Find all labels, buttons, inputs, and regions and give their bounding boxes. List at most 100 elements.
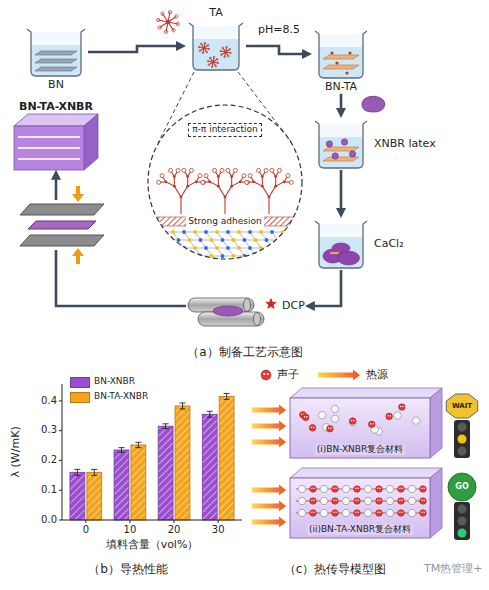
composite-layer (401, 500, 402, 501)
node-label: WAIT (452, 402, 472, 411)
composite-layer: (i)BN-XNBR复合材料 (290, 398, 430, 458)
beaker-ta (216, 58, 218, 60)
composite-layer (311, 512, 312, 513)
decoration (267, 373, 269, 375)
decoration (454, 502, 470, 540)
process-arrow (246, 46, 306, 54)
composite-layer (398, 510, 405, 517)
composite-layer (398, 498, 405, 505)
zoom-circle (149, 168, 305, 257)
composite-layer (313, 512, 314, 513)
composite-layer (386, 486, 394, 493)
zoom-circle: π-π interactionStrong adhesion (147, 104, 303, 260)
tick-mark (129, 520, 130, 523)
composite-layer (401, 488, 402, 489)
beaker-latex (323, 147, 359, 151)
zoom-circle (256, 256, 267, 257)
composite-layer (402, 406, 403, 407)
composite-layer (310, 510, 317, 517)
composite-sheet (84, 114, 98, 170)
zoom-circle (210, 182, 219, 186)
tick-label: 0.0 (41, 514, 57, 527)
composite-layer (332, 510, 339, 517)
bar (114, 450, 129, 520)
beaker-ta (208, 48, 210, 50)
zoom-circle (162, 248, 173, 249)
composite-layer (399, 500, 400, 501)
error-bar (119, 448, 125, 453)
zoom-circle (283, 232, 294, 233)
zoom-circle (292, 246, 296, 250)
zoom-circle (166, 238, 170, 242)
composite-layer (331, 415, 339, 422)
composite-sheet (18, 158, 80, 160)
composite-layer (354, 498, 361, 505)
composite-layer (354, 510, 361, 517)
decoration (172, 29, 175, 32)
zoom-circle (179, 256, 190, 257)
composite-layer (318, 412, 326, 419)
composite-layer (300, 404, 421, 435)
composite-layer (298, 498, 306, 505)
zoom-circle (162, 232, 168, 240)
tick-mark (59, 400, 62, 401)
rubber-sheet (28, 221, 96, 229)
zoom-circle (278, 240, 284, 248)
beaker-ta (199, 50, 201, 52)
zoom-circle (151, 248, 157, 256)
two-roll-mill (266, 299, 276, 309)
tick-label: 30 (212, 524, 225, 537)
watermark: TM热管理+ (424, 562, 482, 576)
error-bar (207, 411, 213, 417)
zoom-circle (155, 254, 159, 258)
zoom-circle (226, 168, 230, 172)
composite-layer (353, 420, 354, 421)
decoration (430, 468, 442, 538)
composite-layer (306, 416, 307, 417)
composite-layer (357, 488, 358, 489)
zoom-circle (248, 230, 252, 234)
composite-layer (399, 488, 400, 489)
composite-layer (423, 500, 424, 501)
legend-item: BN-TA-XNBR (70, 391, 148, 402)
composite-layer (400, 406, 401, 407)
zoom-circle (220, 168, 224, 172)
zoom-circle (204, 230, 208, 234)
zoom-circle (160, 230, 164, 234)
composite-layer (310, 498, 317, 505)
zoom-circle (289, 256, 300, 257)
beaker-ta (215, 65, 217, 67)
beaker-latex (326, 141, 332, 147)
press-plate (20, 235, 104, 246)
zoom-circle (283, 232, 289, 240)
composite-layer (386, 413, 393, 420)
decoration (175, 15, 178, 18)
two-roll-mill (186, 282, 278, 330)
beaker-coagulation (319, 237, 363, 268)
zoom-circle (264, 168, 268, 172)
zoom-circle (257, 168, 261, 172)
composite-layer (335, 500, 336, 501)
composite-layer (301, 413, 302, 414)
composite-layer (355, 500, 356, 501)
beaker-ta (222, 47, 224, 49)
zoom-circle (171, 246, 175, 250)
zoom-circle (189, 168, 193, 172)
composite-layer (328, 427, 329, 428)
process-arrow (88, 46, 180, 52)
zoom-circle (199, 238, 203, 242)
zoom-circle (204, 246, 208, 250)
tick-label: 0.2 (41, 454, 57, 467)
beaker-ta (186, 20, 246, 72)
composite-layer (364, 498, 372, 505)
zoom-circle (215, 230, 219, 234)
edge-label: pH=8.5 (256, 23, 302, 37)
composite-layer (335, 488, 336, 489)
composite-layer (386, 510, 394, 517)
beaker-ta (189, 23, 243, 70)
decoration (158, 26, 161, 29)
composite-layer (320, 510, 328, 517)
beaker-ta (229, 48, 231, 50)
beaker-ta (217, 62, 219, 64)
composite-layer (320, 486, 328, 493)
